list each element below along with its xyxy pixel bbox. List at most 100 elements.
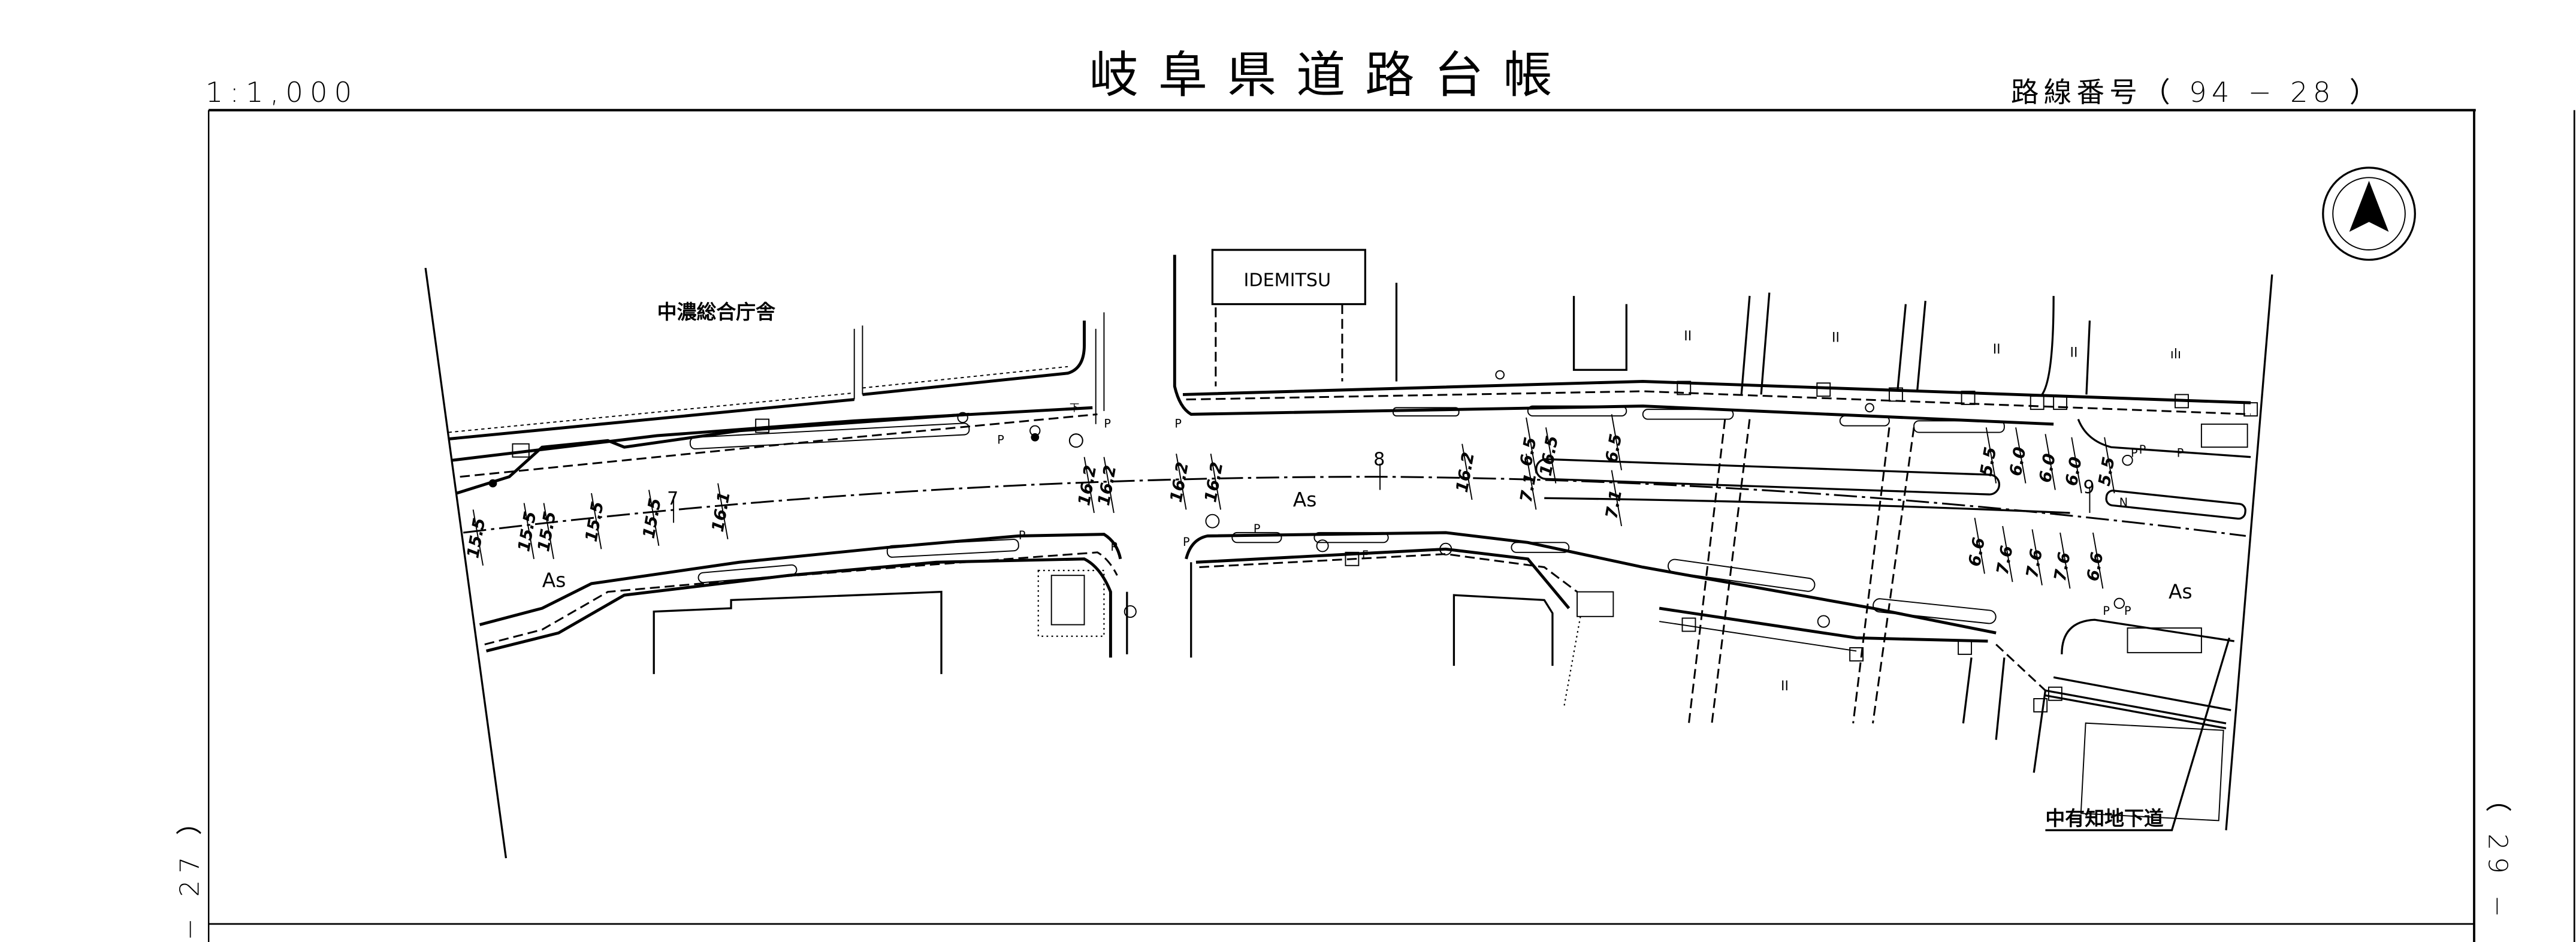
pole-label: P: [1174, 416, 1182, 430]
sewer-mark: 下: [1070, 402, 1079, 413]
dimension-line: [591, 493, 602, 550]
scale-label: 1:1,000: [206, 76, 359, 108]
pole-label: P: [1254, 522, 1261, 536]
width-dimension-label: 5.5: [1977, 446, 2000, 478]
catch-basin-icon: [1345, 381, 2258, 712]
pole-label: P: [1110, 540, 1118, 554]
gas-station-label: IDEMITSU: [1243, 270, 1331, 291]
dimension-line: [1461, 443, 1473, 500]
width-dimension-label: 7.6: [2051, 551, 2074, 582]
surface-label: As: [2169, 580, 2193, 603]
dimension-line: [523, 503, 535, 559]
dimension-line: [1103, 457, 1115, 514]
width-dimension-label: 16.2: [1201, 461, 1227, 504]
width-dimension-label: 7.6: [2023, 548, 2046, 579]
dimension-line: [1974, 518, 1985, 574]
marker-n: N: [2119, 496, 2128, 509]
north-side-left: [448, 312, 1105, 495]
station-label: 7: [667, 488, 678, 509]
zone-mark: II: [1781, 679, 1789, 694]
dimension-line: [2031, 529, 2043, 585]
south-side-right: [1185, 531, 2234, 832]
north-side-right: IDEMITSU: [1173, 249, 2251, 458]
dimension-line: [717, 483, 729, 540]
sewer-manhole-icon: [1124, 605, 1137, 618]
median-island: [1535, 458, 2001, 496]
surface-label: As: [542, 568, 566, 591]
manhole-icon: [1865, 403, 1874, 413]
median-island: [2105, 490, 2246, 520]
width-dimension-label: 15.5: [640, 497, 665, 540]
width-dimension-label: 7.6: [1994, 544, 2017, 576]
width-dimension-label: 6.0: [2036, 452, 2059, 484]
dimension-line: [472, 509, 484, 566]
pole-label: P: [2131, 446, 2138, 460]
underpass-label: 中有知地下道: [2045, 807, 2163, 830]
pole-icon: [1068, 433, 1083, 448]
pole-label: P: [2103, 604, 2110, 618]
width-dimension-label: 6.0: [2062, 455, 2086, 487]
dimension-line: [2002, 526, 2013, 582]
dimension-line: [2015, 427, 2027, 484]
width-dimension-label: 6.6: [2084, 551, 2107, 582]
pole-label: P: [997, 433, 1004, 447]
width-dimension-label: 6.5: [1517, 436, 1541, 467]
route-number: 路線番号（ 94 − 28 ）: [2011, 76, 2382, 108]
width-dimension-label: 5.5: [2095, 455, 2119, 487]
width-dimension-label: 16.2: [1453, 451, 1478, 494]
valve-icon: [957, 412, 968, 424]
width-dimension-label: 7.1: [1602, 488, 1626, 520]
zone-mark: II: [1832, 331, 1840, 346]
station-label: 9: [2083, 477, 2094, 498]
map-boundary-left: [424, 267, 508, 859]
valve-icon: [1029, 425, 1041, 436]
dimension-line: [2059, 532, 2071, 589]
width-dimension-label: 15.5: [582, 500, 608, 544]
station-label: 8: [1373, 449, 1385, 470]
dimension-line: [1545, 427, 1557, 484]
dimension-line: [2071, 437, 2082, 494]
width-dimension-label: 6.0: [2007, 446, 2030, 478]
pole-icon: [2122, 454, 2133, 466]
map-boundary-right: [2225, 274, 2273, 831]
pole-icon: [2113, 597, 2125, 609]
pole-label: P: [2124, 604, 2131, 618]
dimension-line: [2092, 532, 2104, 589]
pole-label: P: [1104, 416, 1111, 430]
dimension-line: [543, 503, 554, 559]
south-side-left: [479, 533, 1128, 674]
dimension-line: [1526, 454, 1537, 510]
manhole-icon: [1817, 615, 1830, 628]
side-streets: [1687, 292, 2091, 773]
dimension-line: [1611, 414, 1623, 470]
zone-mark: II: [2070, 345, 2078, 360]
width-dimension-label: 6.5: [1602, 433, 1626, 464]
chuno-office-label: 中濃総合庁舎: [657, 300, 775, 324]
dimension-line: [1083, 457, 1095, 514]
hydrant-icon: [1316, 539, 1329, 552]
hydrant-icon: [1439, 542, 1452, 555]
pole-label: P: [1183, 535, 1190, 549]
dimension-line: [648, 490, 660, 546]
width-dimension-label: 16.2: [1167, 461, 1192, 504]
zone-mark: II: [1684, 329, 1692, 344]
adjacent-sheet-left: − 27 ）: [175, 802, 206, 940]
sheet-title: 岐阜県道路台帳: [1089, 47, 1572, 104]
width-dimension-label: 15.5: [464, 517, 489, 560]
dimension-line: [1611, 470, 1623, 527]
dimension-line: [1210, 454, 1222, 510]
pole-icon: [1205, 514, 1220, 529]
width-dimension-label: 16.5: [1537, 434, 1562, 478]
dimension-line: [2104, 437, 2115, 494]
manhole-icon: [1495, 370, 1505, 380]
utility-symbols: [957, 370, 2258, 712]
adjacent-sheet-right: （ 29 −: [2483, 786, 2513, 923]
pole-label: P: [2177, 446, 2184, 460]
surface-label: As: [1293, 488, 1317, 511]
dimension-line: [1526, 417, 1537, 474]
dimension-line: [1985, 427, 1997, 484]
